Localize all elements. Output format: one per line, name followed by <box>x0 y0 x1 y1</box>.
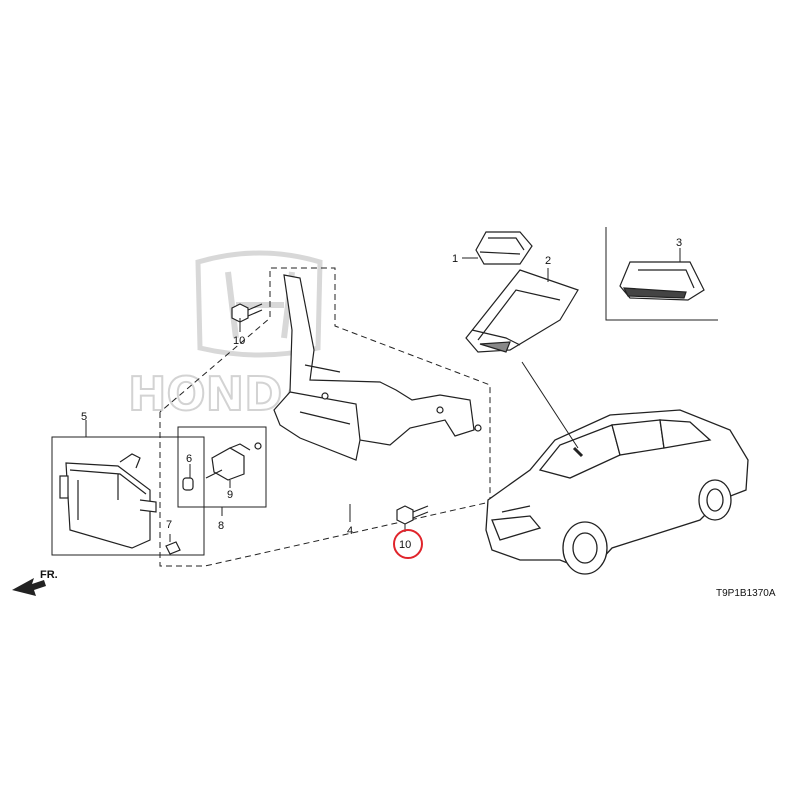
label-part-6: 6 <box>186 453 192 465</box>
diagram-code: T9P1B1370A <box>716 588 776 599</box>
label-part-3: 3 <box>676 237 682 249</box>
label-part-10-lower: 10 <box>399 539 411 551</box>
part3-box <box>605 227 718 321</box>
label-part-1: 1 <box>452 253 458 265</box>
bracket-group-outline <box>159 267 491 567</box>
camera-cover <box>465 269 579 353</box>
bolt-lower <box>396 505 429 525</box>
camera-unit <box>475 231 533 265</box>
part-labels: 1 2 3 4 5 6 7 8 9 10 10 <box>81 237 682 551</box>
car-illustration <box>485 409 749 575</box>
connector-assembly <box>165 442 262 555</box>
label-part-9: 9 <box>227 489 233 501</box>
bolt-upper <box>231 303 263 323</box>
label-part-2: 2 <box>545 255 551 267</box>
label-part-4: 4 <box>347 525 353 537</box>
front-arrow-label: FR. <box>40 569 58 581</box>
mounting-bracket <box>273 274 482 461</box>
label-part-5: 5 <box>81 411 87 423</box>
front-arrow: FR. <box>12 569 58 596</box>
control-unit-box <box>51 436 205 556</box>
label-part-7: 7 <box>166 519 172 531</box>
highlight-circle <box>393 529 423 559</box>
label-part-8: 8 <box>218 520 224 532</box>
control-unit <box>59 453 157 549</box>
label-part-10-upper: 10 <box>233 335 245 347</box>
leader-lines <box>85 248 681 542</box>
camera-cover-alt <box>619 261 705 301</box>
